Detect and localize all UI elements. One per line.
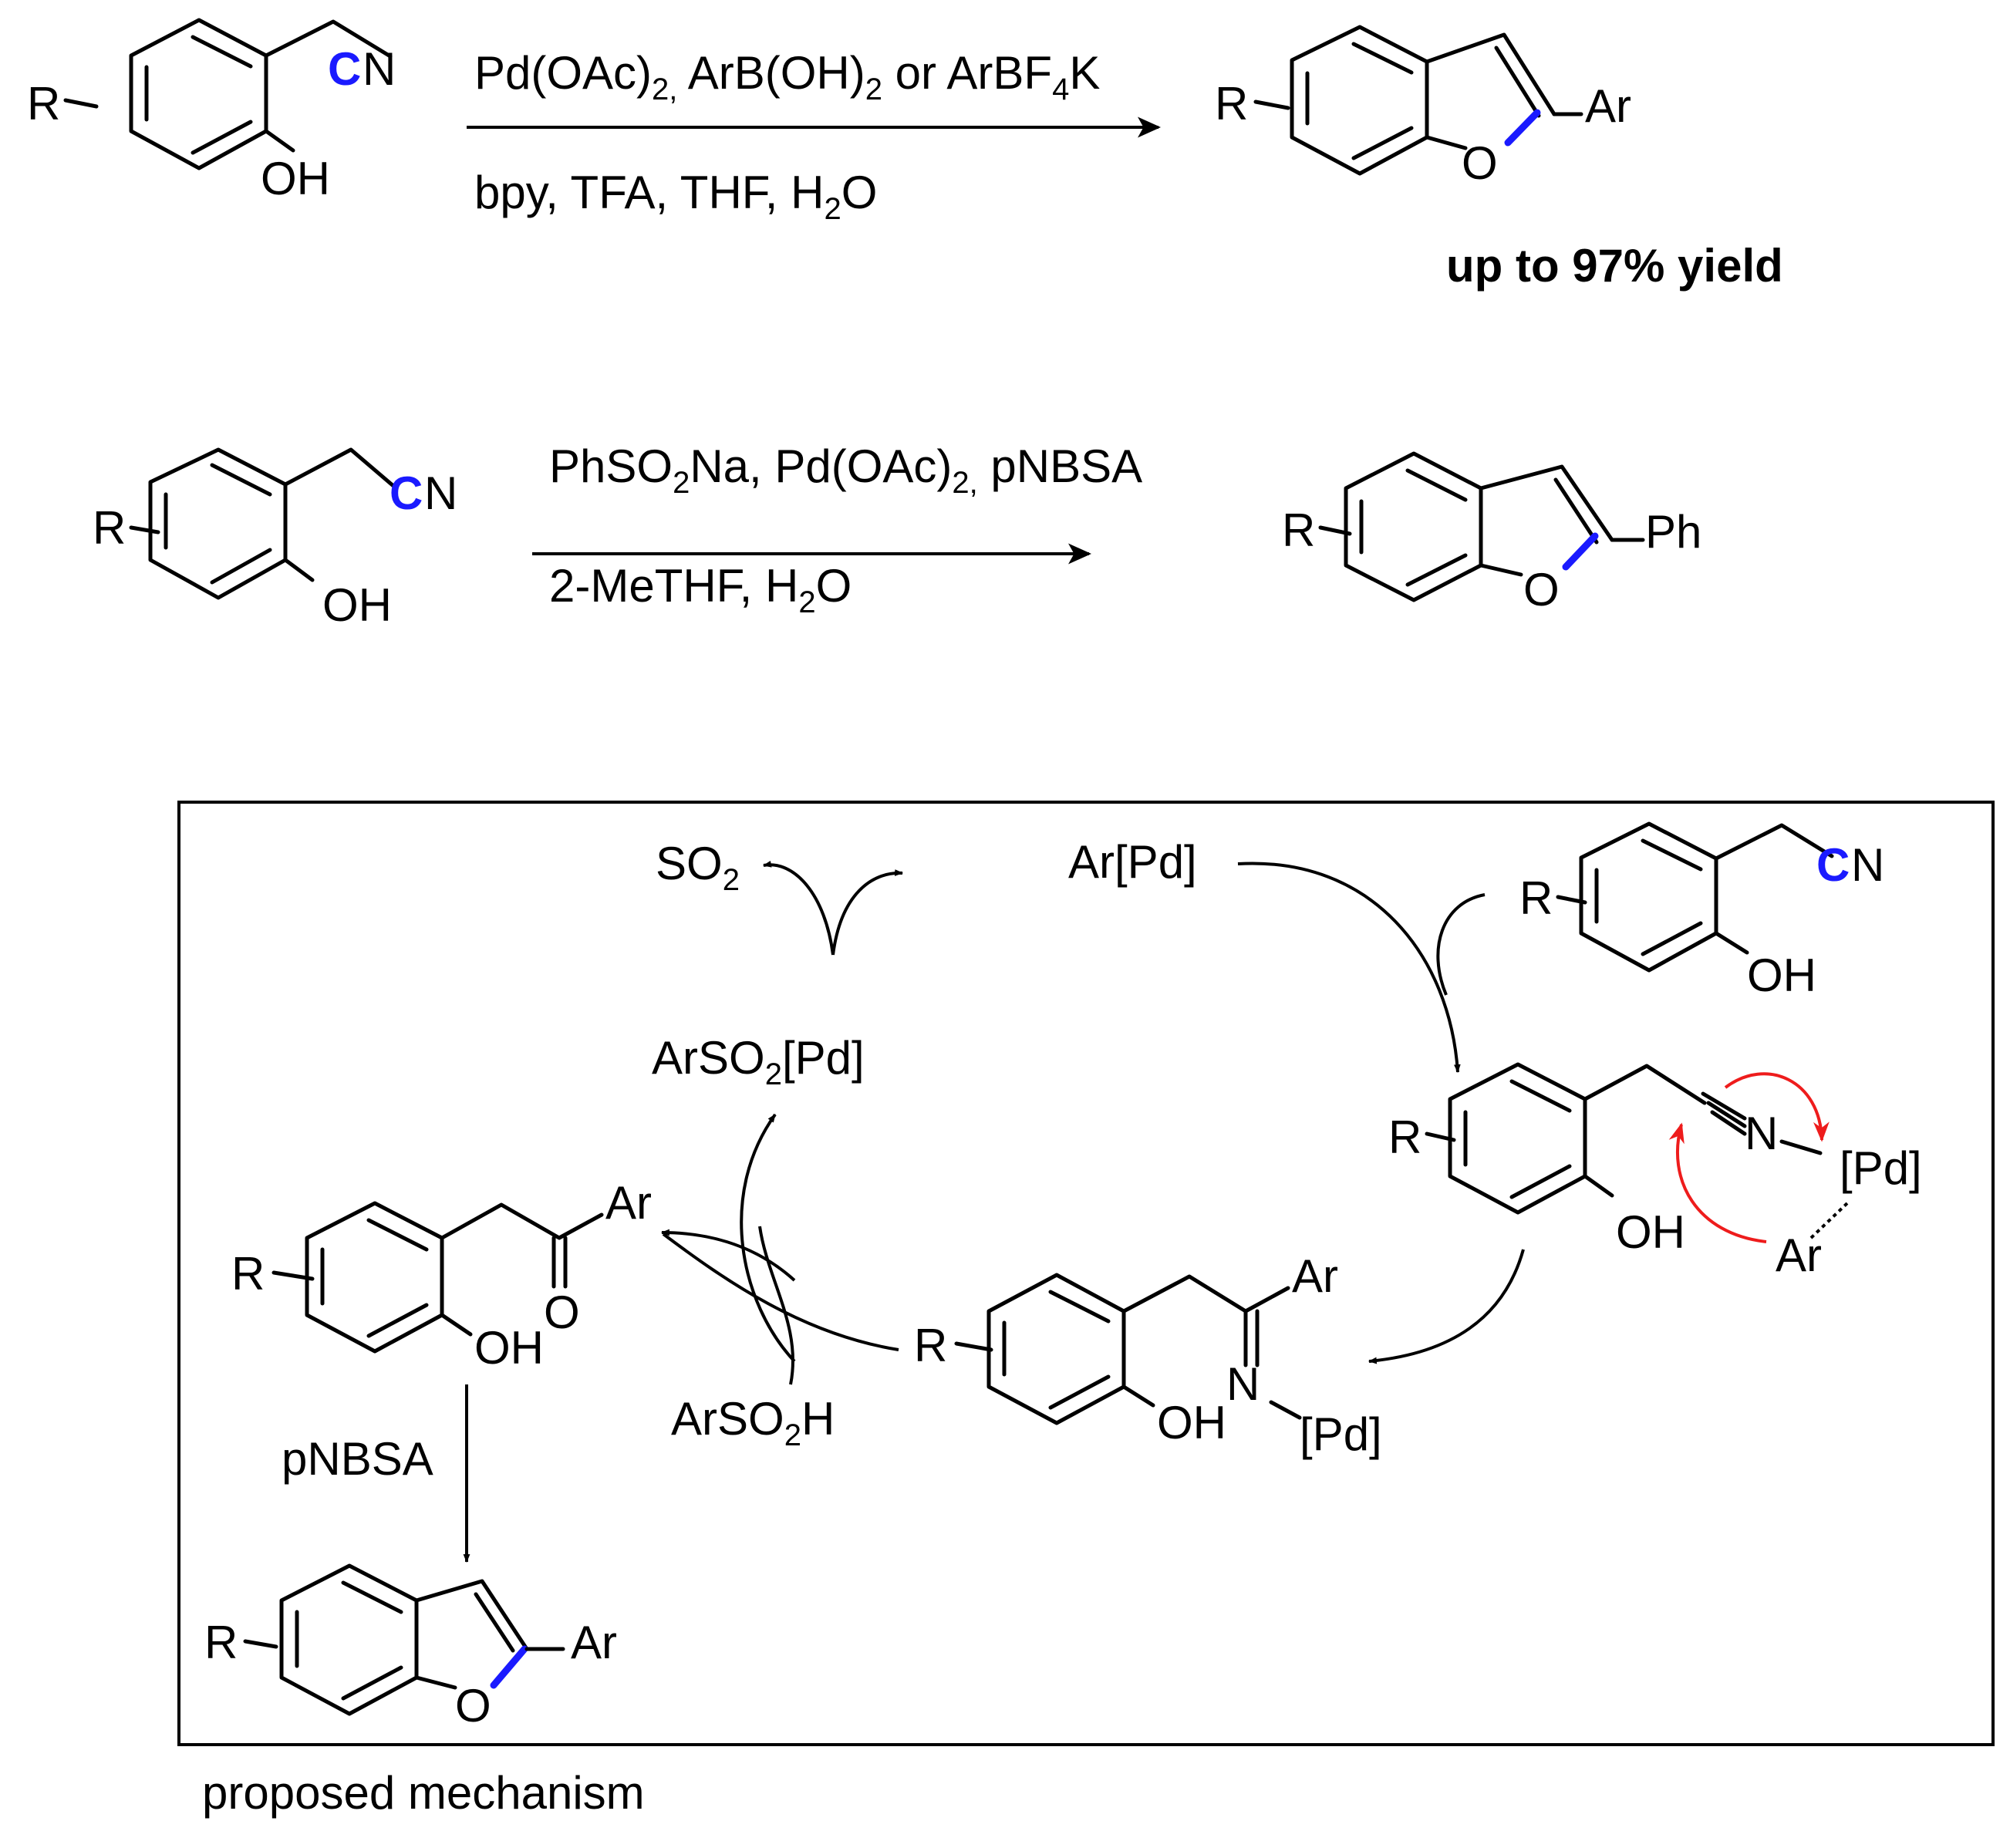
reaction1-conditions: Pd(OAc)2, ArB(OH)2 or ArBF4K bpy, TFA, T… [467,47,1161,226]
aryl-group: Ar [1585,80,1631,132]
coordination-electron-arrow [1724,1072,1830,1142]
reaction1-solvents: bpy, TFA, THF, H2O [474,167,877,226]
reaction2-starting-material: R C N OH [93,447,457,631]
palladium-label: [Pd] [1840,1142,1922,1194]
substituent-r: R [1215,78,1248,130]
nitrile-nitrogen: N [424,467,457,519]
regeneration-arrow [740,1113,796,1363]
arylsulfonyl-palladium-label: ArSO2[Pd] [652,1032,865,1091]
pnbsa-label: pNBSA [282,1433,433,1485]
mechanism-caption: proposed mechanism [202,1767,645,1819]
substituent-r: R [93,502,126,554]
reaction1-benzofuran-product: R O Ar [1215,25,1631,189]
nitrile-nitrogen: N [1745,1108,1778,1159]
substituent-r: R [914,1320,947,1371]
mechanism-cycle-species: SO2 Ar[Pd] ArSO2[Pd] ArSO2H pNBSA [282,836,1197,1485]
reaction2-conditions: PhSO2Na, Pd(OAc)2, pNBSA 2-MeTHF, H2O [532,440,1142,619]
hydroxyl-label: OH [261,153,330,204]
hydroxyl-label: OH [1747,949,1816,1001]
imine-nitrogen: N [1226,1358,1260,1410]
aryl-group: Ar [1776,1229,1822,1281]
yield-note: up to 97% yield [1446,240,1783,292]
substituent-r: R [1519,872,1553,924]
aryl-group: Ar [571,1617,617,1668]
so2-loss-arrow [762,860,835,956]
to-aryl-palladium-arrow [831,869,904,956]
sulfinic-acid-entry-curve [758,1226,795,1385]
hydroxyl-label: OH [1616,1206,1685,1258]
nitrile-carbon: C [1816,839,1850,891]
nitrile-nitrogen: N [363,43,396,95]
reaction2-solvents: 2-MeTHF, H2O [549,560,852,619]
mechanism-box [177,801,1995,1746]
substituent-r: R [27,78,60,130]
hydroxyl-label: OH [474,1322,544,1374]
substituent-r: R [1388,1111,1422,1163]
palladium-label: [Pd] [1300,1408,1382,1460]
aryl-group: Ar [1292,1250,1338,1302]
furan-oxygen: O [455,1680,491,1732]
hydroxyl-label: OH [322,579,392,631]
hydroxyl-label: OH [1157,1397,1226,1448]
reaction1-starting-material: R C N OH [27,18,396,204]
substituent-r: R [231,1248,265,1300]
substituent-r: R [204,1617,238,1668]
substituent-r: R [1282,504,1315,556]
reaction2-reagents: PhSO2Na, Pd(OAc)2, pNBSA [549,440,1142,500]
sulfinic-acid-label: ArSO2H [671,1393,835,1452]
aryl-group: Ar [605,1177,652,1229]
nitrile-nitrogen: N [1851,839,1884,891]
carbonyl-oxygen: O [544,1287,580,1338]
furan-oxygen: O [1462,137,1498,189]
phenyl-group: Ph [1645,506,1701,558]
mechanism-imine-pd-intermediate: R Ar N [Pd] OH [914,1250,1382,1460]
mechanism-arrows [463,860,1525,1563]
mechanism-ketone-intermediate: R Ar O OH [231,1177,652,1374]
nitrile-carbon: C [390,467,423,519]
mechanism-nitrile-pd-complex: R N [Pd] OH Ar [1388,1062,1922,1281]
to-imine-arrow [1368,1249,1525,1364]
to-ketone-arrow [660,1229,796,1282]
sulfur-dioxide-label: SO2 [656,838,740,897]
aryl-palladium-label: Ar[Pd] [1068,836,1197,888]
reaction2-benzofuran-product: R O Ph [1282,451,1701,615]
reaction1-reagents: Pd(OAc)2, ArB(OH)2 or ArBF4K [474,47,1100,106]
furan-oxygen: O [1523,564,1560,615]
to-coordination-arrow [1237,862,1461,1074]
insertion-electron-arrow [1668,1122,1767,1243]
nitrile-carbon: C [328,43,361,95]
imine-to-ketone-curve [662,1233,899,1351]
substrate-entry-curve [1436,893,1486,996]
mechanism-benzofuran-product: R O Ar [204,1563,617,1732]
mechanism-substrate: R C N OH [1519,821,1884,1001]
